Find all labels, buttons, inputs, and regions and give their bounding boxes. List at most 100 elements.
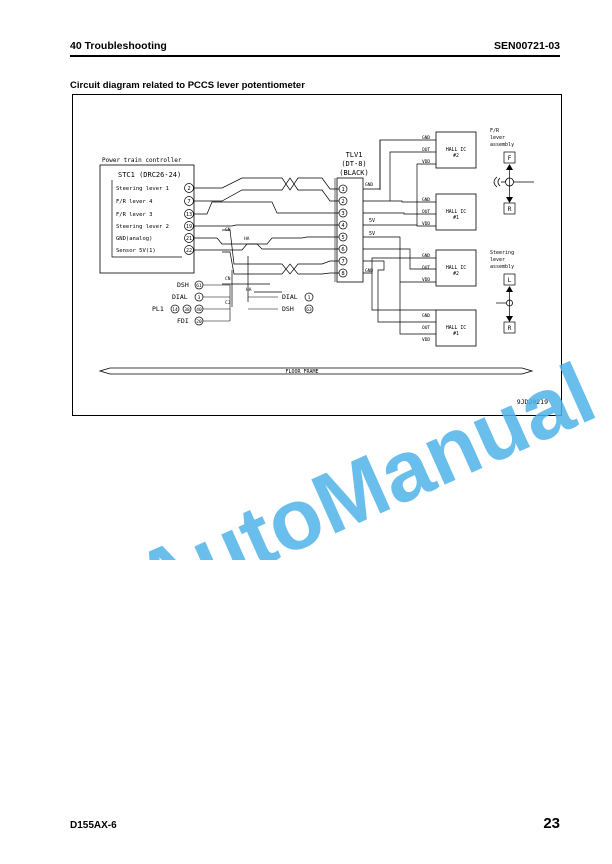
- header-doc-code: SEN00721-03: [494, 40, 560, 52]
- harness-wires: [194, 177, 339, 307]
- tlv-name: TLV1: [346, 151, 363, 159]
- svg-text:7: 7: [341, 259, 344, 265]
- controller-pin-number: 7: [187, 199, 190, 205]
- svg-text:OUT: OUT: [422, 265, 430, 271]
- svg-text:GND: GND: [422, 313, 430, 319]
- svg-text:6: 6: [341, 247, 344, 253]
- controller-pin-label: Steering lever 1: [116, 186, 169, 192]
- net-label: 5V: [369, 231, 375, 237]
- svg-text:#2: #2: [453, 153, 459, 159]
- svg-text:L: L: [508, 277, 512, 284]
- controller-pin-number: 13: [186, 212, 192, 218]
- svg-text:DSH: DSH: [177, 281, 189, 289]
- svg-text:40: 40: [196, 307, 202, 313]
- svg-text:OUT: OUT: [422, 147, 430, 153]
- svg-text:38: 38: [184, 307, 190, 313]
- fr-lever-assembly: F/R lever assembly F R: [490, 128, 534, 215]
- circuit-diagram: Power train controller STC1 (DRC26-24) S…: [72, 94, 562, 416]
- controller-pin-label: Sensor 5V(1): [116, 248, 156, 254]
- svg-text:PL1: PL1: [152, 305, 164, 313]
- svg-text:HALL IC: HALL IC: [446, 147, 466, 153]
- svg-text:4: 4: [341, 223, 345, 229]
- svg-text:DSH: DSH: [282, 305, 294, 313]
- svg-text:2: 2: [341, 199, 344, 205]
- steering-lever-assembly: Steering lever assembly L R: [490, 250, 516, 334]
- net-label: GND: [365, 182, 373, 188]
- svg-text:F: F: [508, 155, 512, 162]
- svg-text:R: R: [508, 325, 512, 332]
- svg-text:VDD: VDD: [422, 337, 430, 343]
- controller-pin-number: 22: [186, 248, 192, 254]
- controller-pin-label: GND(analog): [116, 236, 152, 242]
- controller-pin-number: 2: [187, 186, 190, 192]
- hall-ic-1: HALL IC #2 GND OUT VDD: [422, 131, 477, 169]
- header-rule: [70, 55, 560, 57]
- hall-ic-4: HALL IC #1 GND OUT VDD: [422, 309, 477, 347]
- figure-id: 9JD20219: [517, 398, 548, 406]
- svg-text:GND: GND: [422, 135, 430, 141]
- header-chapter: 40 Troubleshooting: [70, 40, 167, 52]
- svg-text:GND: GND: [422, 253, 430, 259]
- svg-text:lever: lever: [490, 135, 505, 141]
- controller-pin-number: 21: [186, 236, 192, 242]
- svg-text:VDD: VDD: [422, 277, 430, 283]
- svg-text:OUT: OUT: [422, 209, 430, 215]
- svg-text:Steering: Steering: [490, 250, 514, 256]
- controller-connector-outline: [111, 180, 182, 258]
- svg-text:3: 3: [198, 295, 201, 301]
- wire-mark: HA: [246, 287, 252, 293]
- controller-title: Power train controller: [102, 157, 182, 164]
- svg-text:61: 61: [196, 283, 202, 289]
- controller-pin-label: Steering lever 2: [116, 224, 169, 230]
- svg-text:5: 5: [341, 235, 344, 241]
- svg-text:#1: #1: [453, 331, 459, 337]
- svg-text:63: 63: [306, 307, 312, 313]
- wire-mark: CN: [225, 276, 231, 282]
- footer-model: D155AX-6: [70, 820, 117, 831]
- footer-page-number: 23: [543, 815, 560, 832]
- tlv-pin-numbers: 1 2 3 4 5 6 7 8: [338, 184, 348, 278]
- svg-text:#2: #2: [453, 271, 459, 277]
- svg-text:1: 1: [341, 187, 344, 193]
- controller-pin-number: 19: [186, 224, 192, 230]
- svg-text:DIAL: DIAL: [282, 293, 298, 301]
- branch-left: DSH 61 DIAL 3 PL1 14 38 40 FDI 20: [152, 280, 231, 326]
- controller-pin-label: F/R lever 3: [116, 212, 152, 218]
- hall-ic-2: HALL IC #1 GND OUT VDD: [422, 193, 477, 231]
- svg-text:HALL IC: HALL IC: [446, 325, 466, 331]
- controller-box: [99, 164, 195, 274]
- controller-connector: STC1 (DRC26-24): [118, 171, 181, 179]
- svg-text:HALL IC: HALL IC: [446, 265, 466, 271]
- net-label: 5V: [369, 218, 375, 224]
- svg-text:14: 14: [172, 307, 178, 313]
- net-label: GND: [365, 268, 373, 274]
- tlv-type: (DT-8): [341, 160, 366, 168]
- svg-text:20: 20: [196, 319, 202, 325]
- floor-frame-label: FLOOR FRAME: [285, 369, 318, 375]
- hall-ic-blocks: HALL IC #2 GND OUT VDD HALL IC #1 GND OU…: [422, 131, 477, 347]
- svg-text:GND: GND: [422, 197, 430, 203]
- svg-text:HALL IC: HALL IC: [446, 209, 466, 215]
- svg-text:F/R: F/R: [490, 128, 500, 134]
- wire-mark: CJ: [225, 300, 231, 306]
- svg-text:8: 8: [341, 271, 344, 277]
- branch-right: DIAL 1 DSH 63: [248, 292, 314, 314]
- svg-text:lever: lever: [490, 257, 505, 263]
- floor-frame-arrow: [98, 367, 534, 375]
- controller-pin-rows: Steering lever 1 F/R lever 4 F/R lever 3…: [116, 183, 194, 255]
- wire-mark: HA: [244, 236, 250, 242]
- svg-text:1: 1: [308, 295, 311, 301]
- diagram-frame: [72, 94, 562, 416]
- hall-ic-3: HALL IC #2 GND OUT VDD: [422, 249, 477, 287]
- svg-text:3: 3: [341, 211, 344, 217]
- svg-text:DIAL: DIAL: [172, 293, 188, 301]
- svg-text:FDI: FDI: [177, 317, 189, 325]
- wire-mark: CN: [225, 227, 231, 233]
- svg-text:assembly: assembly: [490, 142, 514, 148]
- hall-wires: [363, 139, 436, 335]
- tlv-color: (BLACK): [339, 169, 369, 177]
- svg-text:R: R: [508, 206, 512, 213]
- svg-text:#1: #1: [453, 215, 459, 221]
- tlv-connector-body: [336, 177, 364, 283]
- svg-text:VDD: VDD: [422, 221, 430, 227]
